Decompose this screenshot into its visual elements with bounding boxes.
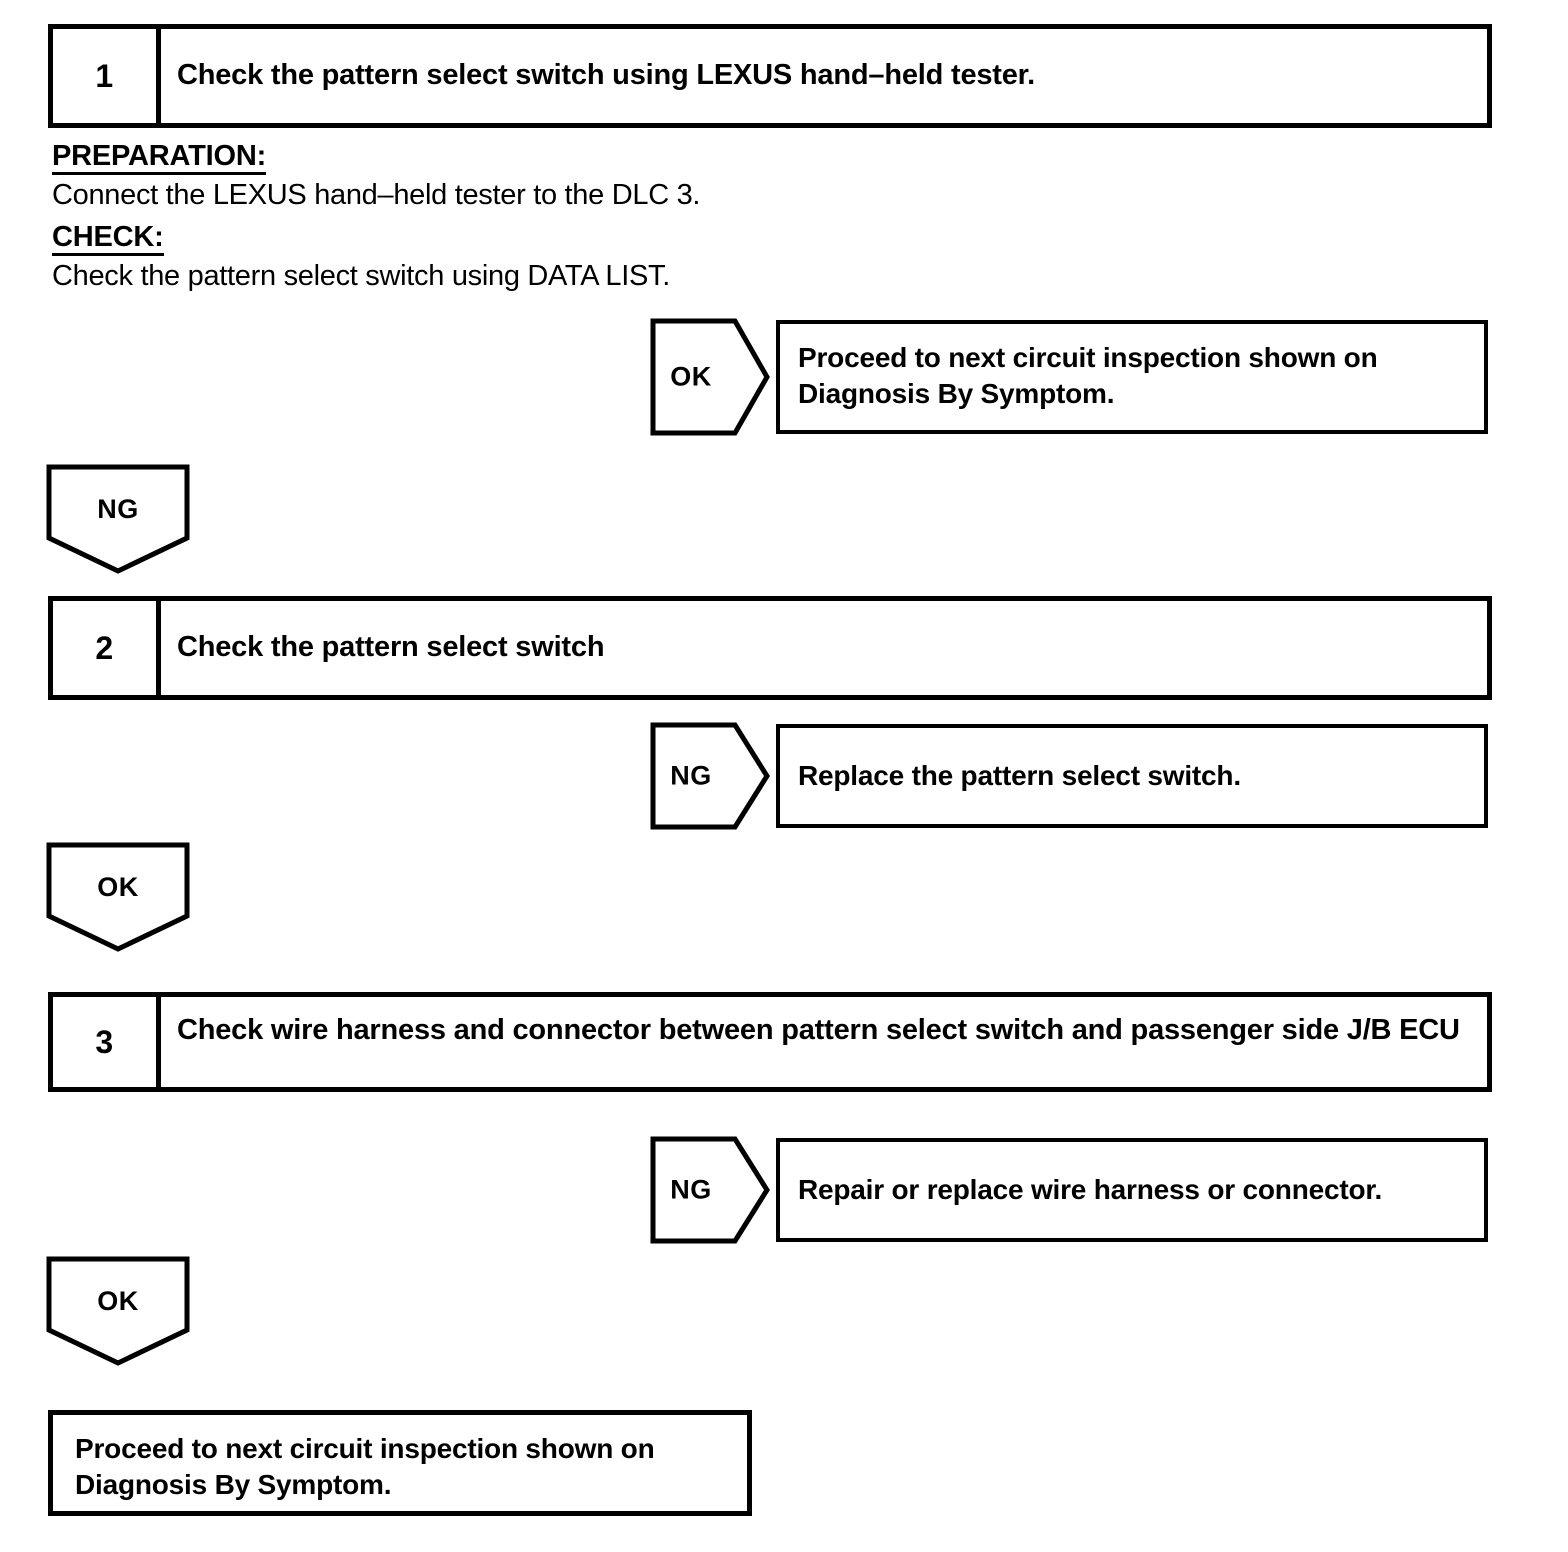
arrow-down-shape (46, 842, 190, 952)
branch-arrow-ok-2: OK (46, 842, 190, 952)
step-number-3: 3 (53, 997, 161, 1087)
step-title-3: Check wire harness and connector between… (177, 1014, 1460, 1046)
arrow-right-shape (650, 318, 770, 436)
branch-arrow-ok-1: OK (650, 318, 770, 436)
branch-arrow-ng-2: NG (650, 722, 770, 830)
branch-label-ng-2: NG (670, 760, 712, 791)
arrow-right-shape (650, 1136, 770, 1244)
preparation-block: PREPARATION: Connect the LEXUS hand–held… (52, 142, 952, 304)
branch-label-ng-3: NG (670, 1174, 712, 1205)
result-line-1: Proceed to next circuit inspection shown… (798, 342, 1378, 373)
arrow-right-shape (650, 722, 770, 830)
result-line-ng-3: Repair or replace wire harness or connec… (798, 1174, 1383, 1206)
terminal-line-2: Diagnosis By Symptom. (75, 1469, 392, 1501)
preparation-label: PREPARATION: (52, 142, 266, 175)
result-line-ng-2: Replace the pattern select switch. (798, 760, 1241, 792)
step-box-1: 1 Check the pattern select switch using … (48, 24, 1492, 128)
step-number-2: 2 (53, 601, 161, 695)
arrow-down-shape (46, 464, 190, 574)
terminal-line-1: Proceed to next circuit inspection shown… (75, 1433, 655, 1464)
check-text: Check the pattern select switch using DA… (52, 260, 670, 292)
terminal-box: Proceed to next circuit inspection shown… (48, 1410, 752, 1516)
arrow-down-shape (46, 1256, 190, 1366)
branch-label-ok-2: OK (97, 872, 139, 902)
branch-arrow-ok-3: OK (46, 1256, 190, 1366)
result-line-2: Diagnosis By Symptom. (798, 377, 1115, 409)
branch-label-ok-1: OK (670, 361, 712, 392)
result-box-ok-1: Proceed to next circuit inspection shown… (776, 320, 1488, 434)
branch-label-ok-3: OK (97, 1286, 139, 1316)
preparation-text: Connect the LEXUS hand–held tester to th… (52, 179, 701, 211)
step-box-2: 2 Check the pattern select switch (48, 596, 1492, 700)
step-title-1: Check the pattern select switch using LE… (177, 59, 1036, 92)
step-number-1: 1 (53, 29, 161, 123)
branch-arrow-ng-3: NG (650, 1136, 770, 1244)
result-box-ng-2: Replace the pattern select switch. (776, 724, 1488, 828)
step-title-2: Check the pattern select switch (177, 631, 605, 664)
branch-label-ng-1: NG (97, 494, 139, 524)
check-label: CHECK: (52, 223, 164, 256)
result-box-ng-3: Repair or replace wire harness or connec… (776, 1138, 1488, 1242)
branch-arrow-ng-1: NG (46, 464, 190, 574)
step-box-3: 3 Check wire harness and connector betwe… (48, 992, 1492, 1092)
